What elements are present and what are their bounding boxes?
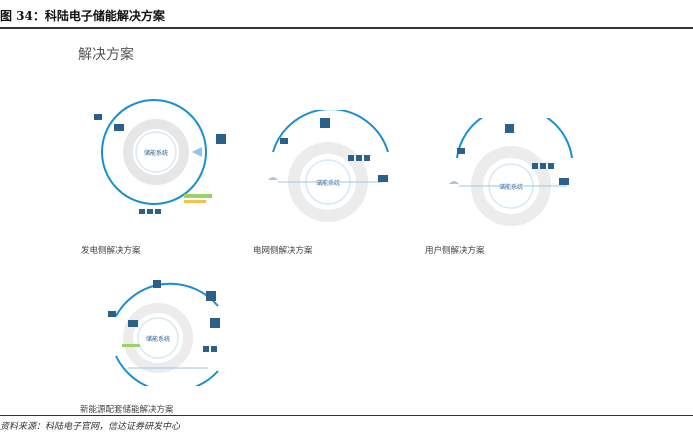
house-icon <box>364 155 370 161</box>
outer-ring <box>101 99 207 205</box>
inner-ring <box>123 119 189 185</box>
city-icon <box>532 163 538 169</box>
city-icon <box>203 346 209 352</box>
center-label: 储能系统 <box>146 335 170 343</box>
house-icon <box>548 163 554 169</box>
figure-title: 图 34：科陆电子储能解决方案 <box>0 9 165 23</box>
renewable-icons <box>108 280 220 352</box>
tower-icon <box>457 148 465 154</box>
center-disc <box>137 317 179 359</box>
caption-renewable: 新能源配套储能解决方案 <box>80 405 174 415</box>
caption-grid: 电网侧解决方案 <box>253 246 313 256</box>
arc <box>272 110 389 153</box>
monitor-icon <box>114 124 124 131</box>
arrow-icon <box>192 147 202 157</box>
center-label: 储能系统 <box>316 179 340 187</box>
renewable-diagram: 储能系统 <box>98 276 248 386</box>
user-side-diagram: 储能系统 <box>437 118 587 230</box>
factory-icon <box>147 209 153 214</box>
house-icon <box>155 209 161 214</box>
building-icon <box>505 124 514 133</box>
legend-green <box>184 194 212 198</box>
bottom-rule <box>0 415 693 416</box>
power-plant-icon <box>94 114 102 120</box>
generation-side-diagram: 储能系统 <box>84 84 244 234</box>
caption-generation: 发电侧解决方案 <box>81 246 141 256</box>
center-label: 储能系统 <box>499 183 523 191</box>
substation-icon <box>153 280 161 288</box>
solar-panel-icon <box>216 134 226 144</box>
user-icons <box>457 124 569 185</box>
grid-side-diagram: 储能系统 <box>258 110 408 230</box>
cloud-icon <box>449 181 459 184</box>
substation-icon <box>320 118 330 128</box>
arc-bottom <box>115 355 219 386</box>
building-icon <box>139 209 145 214</box>
solar-panel-icon <box>210 318 220 328</box>
cloud-icon <box>268 177 278 180</box>
legend-green <box>122 344 140 347</box>
tower-icon <box>280 138 288 144</box>
monitor-icon <box>128 320 138 327</box>
monitor-icon <box>378 175 388 182</box>
caption-user: 用户侧解决方案 <box>425 246 485 256</box>
generation-icons <box>94 114 226 214</box>
city-icon <box>348 155 354 161</box>
arc <box>456 118 573 159</box>
factory-icon <box>356 155 362 161</box>
source-note: 资料来源：科陆电子官网，信达证券研发中心 <box>0 422 181 432</box>
center-disc <box>135 131 177 173</box>
grid-icons <box>280 118 388 182</box>
top-rule <box>0 27 693 29</box>
factory-icon <box>540 163 546 169</box>
wind-icon <box>206 291 216 301</box>
monitor-icon <box>559 178 569 185</box>
legend-yellow <box>184 200 206 203</box>
factory-icon <box>211 346 217 352</box>
center-label: 储能系统 <box>144 149 168 157</box>
section-heading: 解决方案 <box>78 47 134 63</box>
tower-icon <box>108 311 116 317</box>
